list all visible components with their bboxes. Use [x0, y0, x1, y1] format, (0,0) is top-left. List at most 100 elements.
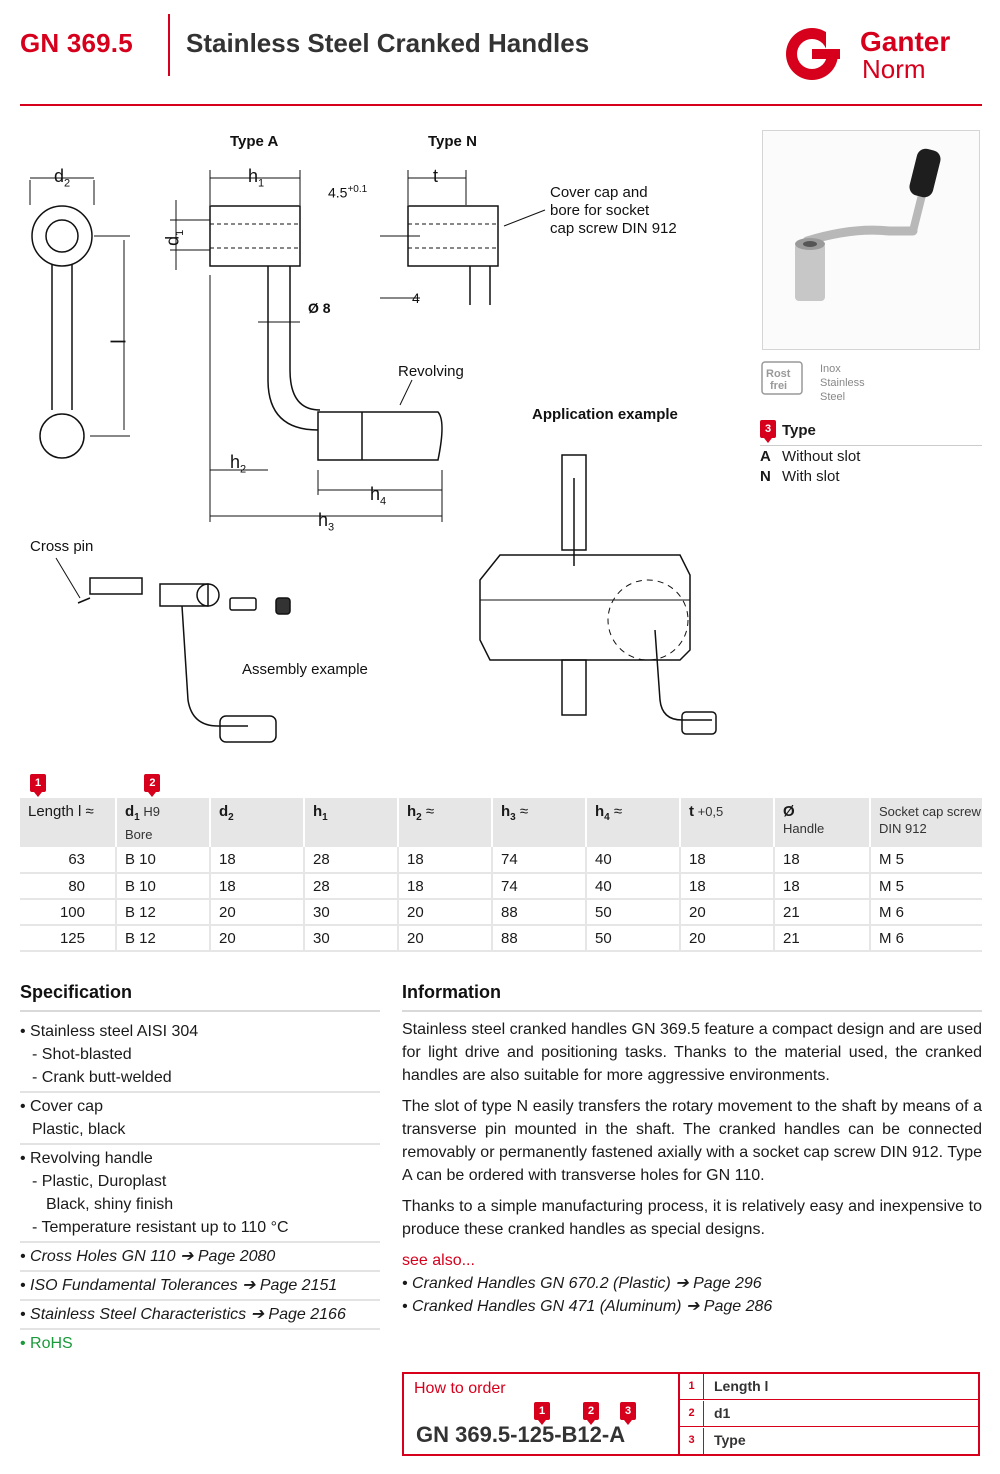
h4-label: h4	[370, 484, 387, 508]
table-cell: 20	[210, 925, 305, 952]
table-cell: 18	[210, 847, 305, 874]
spec-iso-tolerances-link[interactable]: • ISO Fundamental Tolerances ➔ Page 2151	[20, 1272, 380, 1301]
four-label: 4	[412, 290, 420, 306]
table-cell: 18	[210, 873, 305, 900]
table-cell: 80	[20, 873, 117, 900]
table-cell: M 5	[870, 847, 982, 874]
revolving-label: Revolving	[398, 363, 464, 380]
table-cell: 18	[398, 873, 493, 900]
spec-stainless-characteristics-link[interactable]: • Stainless Steel Characteristics ➔ Page…	[20, 1301, 380, 1330]
product-photo	[762, 130, 980, 350]
table-cell: B 12	[116, 899, 211, 926]
h3-label: h3	[318, 510, 335, 534]
h1-label: h1	[248, 166, 265, 190]
table-cell: 88	[492, 925, 587, 952]
header-rule	[20, 104, 982, 106]
table-cell: B 12	[116, 925, 211, 952]
type-a-label: Type A	[230, 133, 279, 150]
table-cell: 21	[774, 899, 871, 926]
table-cell: 50	[586, 899, 681, 926]
order-badge-3: 3	[620, 1402, 636, 1425]
table-cell: 74	[492, 847, 587, 874]
info-paragraph-2: The slot of type N easily transfers the …	[402, 1098, 982, 1184]
tolerance-label: 4.5+0.1	[328, 184, 368, 201]
information-text: Stainless steel cranked handles GN 369.5…	[402, 1018, 982, 1318]
table-cell: 30	[304, 899, 399, 926]
ganter-norm-logo: Ganter Norm	[782, 18, 992, 88]
table-cell: 20	[680, 899, 775, 926]
see-also-link-gn471[interactable]: • Cranked Handles GN 471 (Aluminum) ➔ Pa…	[402, 1298, 773, 1315]
header-separator	[168, 14, 170, 76]
length-l-label: l	[108, 339, 131, 344]
table-cell: 100	[20, 899, 117, 926]
specification-rule	[20, 1010, 380, 1012]
cross-pin-label: Cross pin	[30, 538, 94, 555]
col-h4: h4 ≈	[586, 798, 681, 847]
col-length: Length l ≈	[20, 798, 117, 847]
table-cell: 18	[774, 873, 871, 900]
rost-text: Rost	[766, 368, 791, 380]
see-also-link-gn670[interactable]: • Cranked Handles GN 670.2 (Plastic) ➔ P…	[402, 1275, 762, 1292]
info-paragraph-3: Thanks to a simple manufacturing process…	[402, 1198, 982, 1238]
how-to-order-title: How to order	[414, 1380, 506, 1397]
table-cell: 20	[398, 925, 493, 952]
table-cell: 125	[20, 925, 117, 952]
type-legend-heading: 3 Type	[760, 420, 982, 446]
table-cell: 21	[774, 925, 871, 952]
table-cell: B 10	[116, 873, 211, 900]
col-h2: h2 ≈	[398, 798, 493, 847]
application-example-label: Application example	[532, 406, 678, 423]
spec-rohs: • RoHS	[20, 1335, 73, 1352]
assembly-example-label: Assembly example	[242, 661, 368, 678]
table-cell: M 6	[870, 925, 982, 952]
t-label: t	[433, 166, 439, 186]
order-badge-1: 1	[534, 1402, 550, 1425]
information-rule	[402, 1010, 982, 1012]
order-code: GN 369.5-125-B12-A	[416, 1422, 626, 1447]
d1-label: d1	[162, 229, 186, 246]
h2-label: h2	[230, 452, 247, 476]
table-cell: B 10	[116, 847, 211, 874]
table-cell: 63	[20, 847, 117, 874]
table-cell: 30	[304, 925, 399, 952]
type-title: Type	[782, 422, 816, 439]
spec-cross-holes-link[interactable]: • Cross Holes GN 110 ➔ Page 2080	[20, 1243, 380, 1272]
table-cell: 18	[680, 847, 775, 874]
table-cell: 18	[680, 873, 775, 900]
table-cell: 88	[492, 899, 587, 926]
info-paragraph-1: Stainless steel cranked handles GN 369.5…	[402, 1021, 982, 1084]
spec-material: • Stainless steel AISI 304 - Shot-blaste…	[20, 1018, 380, 1093]
col-h3: h3 ≈	[492, 798, 587, 847]
table-cell: 40	[586, 847, 681, 874]
table-cell: 28	[304, 847, 399, 874]
specification-list: • Stainless steel AISI 304 - Shot-blaste…	[20, 1018, 380, 1357]
type-n-label: Type N	[428, 133, 477, 150]
type-badge: 3	[760, 420, 776, 443]
product-code: GN 369.5	[20, 28, 133, 58]
d2-label: d2	[54, 166, 71, 190]
table-cell: 74	[492, 873, 587, 900]
table-cell: 20	[398, 899, 493, 926]
table-cell: M 5	[870, 873, 982, 900]
table-cell: 28	[304, 873, 399, 900]
spec-revolving-handle: • Revolving handle - Plastic, Duroplast …	[20, 1145, 380, 1243]
dia8-label: Ø 8	[308, 300, 331, 316]
table-cell: 40	[586, 873, 681, 900]
specification-heading: Specification	[20, 982, 133, 1002]
table-cell: 18	[398, 847, 493, 874]
